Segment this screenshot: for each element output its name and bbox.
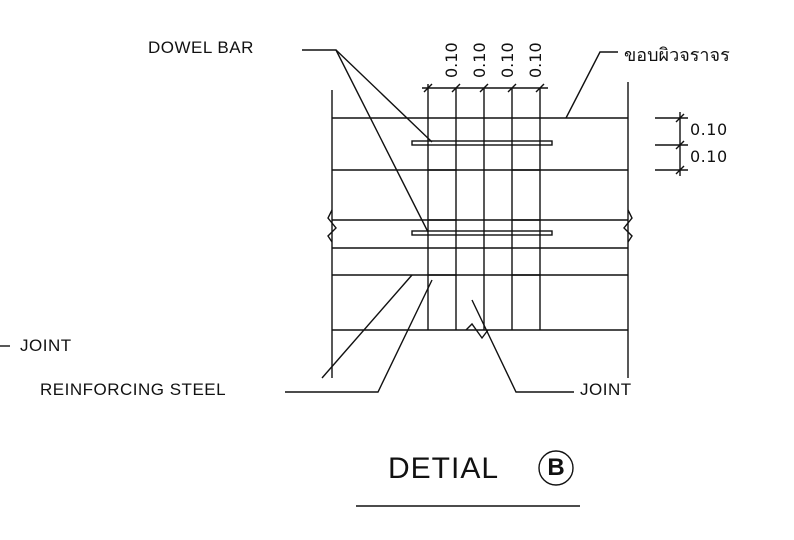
top-dim-label: 0.10	[470, 42, 489, 78]
detail-marker-circle	[538, 450, 574, 486]
detail-title: DETIAL	[388, 452, 500, 485]
leader-joint-right	[471, 299, 574, 393]
break-symbol-right	[623, 209, 633, 243]
break-symbol-left	[327, 209, 337, 243]
dim-tick	[451, 83, 461, 93]
dim-tick	[507, 83, 517, 93]
pavement-edge-label: ขอบผิวจราจร	[624, 45, 730, 66]
detail-marker-letter: B	[547, 454, 565, 481]
joint-break	[465, 322, 489, 340]
leader-dowel-bar-2	[335, 49, 433, 143]
dowel-bar-label: DOWEL BAR	[148, 38, 254, 57]
dim-tick	[535, 83, 545, 93]
dowel-bar-upper	[411, 140, 553, 146]
right-dim-label: 0.10	[690, 147, 728, 166]
dim-tick	[675, 165, 685, 175]
leader-reinforcing-steel	[285, 279, 433, 393]
joint-left-label: JOINT	[20, 336, 72, 355]
dim-tick	[675, 113, 685, 123]
dim-tick	[479, 83, 489, 93]
leader-pavement-edge	[565, 51, 618, 119]
leader-reinforcing-steel-2	[321, 274, 413, 379]
top-dim-label: 0.10	[498, 42, 517, 78]
top-dim-label: 0.10	[442, 42, 461, 78]
reinforcing-steel-label: REINFORCING STEEL	[40, 380, 227, 399]
dim-tick	[675, 140, 685, 150]
dowel-bar-lower	[411, 230, 553, 236]
joint-right-label: JOINT	[580, 380, 632, 399]
right-dim-label: 0.10	[690, 120, 728, 139]
top-dim-label: 0.10	[526, 42, 545, 78]
